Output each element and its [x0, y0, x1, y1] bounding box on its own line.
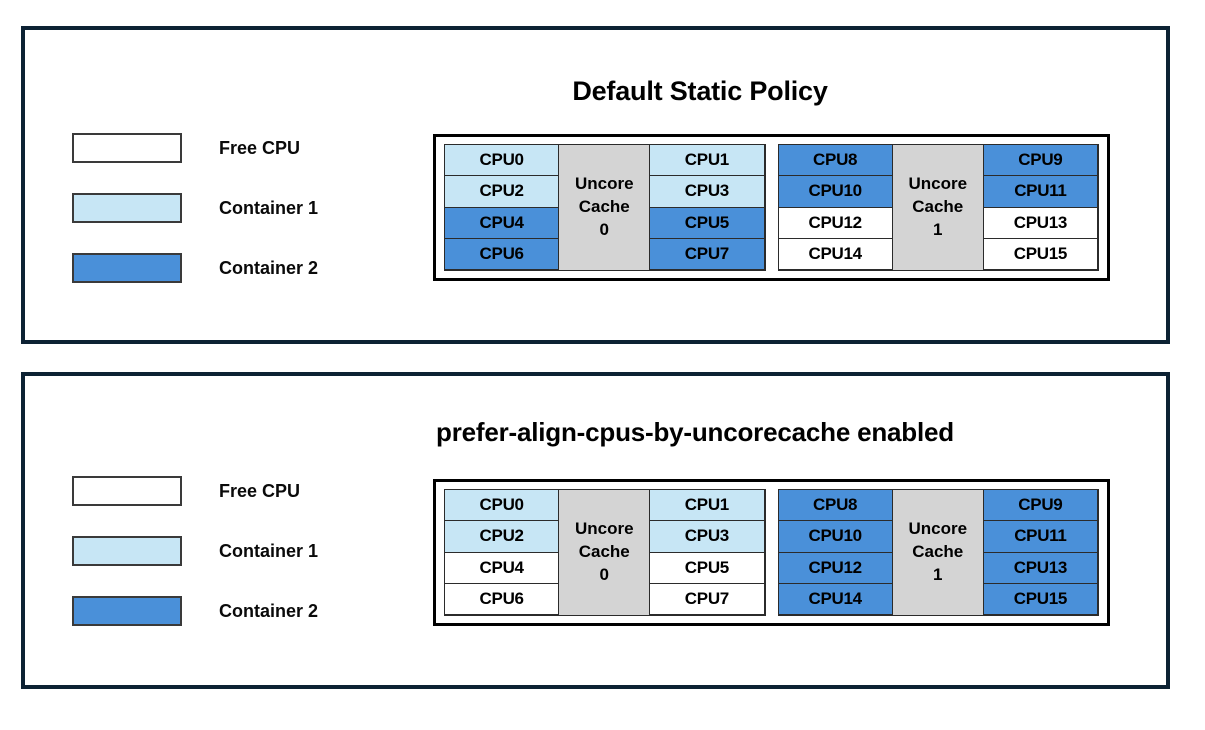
legend-label-container-1: Container 1 [219, 197, 319, 218]
panel-prefer-align-cpus-by-uncorecache: prefer-align-cpus-by-uncorecache enabled… [21, 372, 1170, 689]
cpu-cell: CPU7 [649, 582, 765, 615]
uncore-cache-index: 0 [599, 564, 609, 584]
cpu-cell: CPU15 [982, 237, 1098, 270]
cpu-column-right: CPU1 CPU3 CPU5 CPU7 [649, 144, 765, 270]
uncore-cache-0: Uncore Cache 0 [558, 489, 651, 616]
cache-group-0: CPU0 CPU2 CPU4 CPU6 Uncore Cache 0 CPU1 … [444, 144, 766, 271]
cpu-cell: CPU2 [444, 175, 560, 208]
page-title: Default Static Policy [572, 76, 828, 106]
legend-label-free-cpu: Free CPU [219, 480, 301, 501]
uncore-cache-line-1: Uncore [908, 519, 968, 539]
cpu-cell: CPU0 [444, 144, 560, 177]
cpu-cell: CPU5 [649, 206, 765, 239]
uncore-cache-line-1: Uncore [574, 174, 634, 194]
cpu-cell: CPU12 [777, 551, 893, 584]
cpu-cell: CPU4 [444, 206, 560, 239]
legend-swatch-container-1 [72, 193, 182, 223]
cpu-cell: CPU15 [982, 582, 1098, 615]
cpu-cell: CPU7 [649, 237, 765, 270]
cpu-column-right: CPU9 CPU11 CPU13 CPU15 [982, 144, 1098, 270]
legend-label-free-cpu: Free CPU [219, 137, 301, 158]
legend-item-free-cpu: Free CPU [72, 476, 318, 506]
uncore-cache-index: 1 [933, 564, 943, 584]
cpu-cell: CPU13 [982, 551, 1098, 584]
cpu-cell: CPU8 [777, 144, 893, 177]
cpu-topology-diagram: CPU0 CPU2 CPU4 CPU6 Uncore Cache 0 CPU1 … [433, 134, 1110, 281]
cpu-column-right: CPU1 CPU3 CPU5 CPU7 [649, 489, 765, 615]
legend-swatch-container-2 [72, 596, 182, 626]
cpu-cell: CPU14 [777, 237, 893, 270]
cpu-cell: CPU8 [777, 489, 893, 522]
legend-item-container-1: Container 1 [72, 193, 318, 223]
cpu-cell: CPU11 [982, 520, 1098, 553]
legend: Free CPU Container 1 Container 2 [72, 133, 318, 283]
cpu-cell: CPU5 [649, 551, 765, 584]
cpu-column-right: CPU9 CPU11 CPU13 CPU15 [982, 489, 1098, 615]
cpu-column-left: CPU0 CPU2 CPU4 CPU6 [444, 144, 560, 270]
uncore-cache-line-2: Cache [578, 197, 630, 217]
legend-swatch-free-cpu [72, 476, 182, 506]
legend-swatch-free-cpu [72, 133, 182, 163]
cpu-column-left: CPU8 CPU10 CPU12 CPU14 [777, 144, 893, 270]
legend-swatch-container-2 [72, 253, 182, 283]
legend-item-free-cpu: Free CPU [72, 133, 318, 163]
cpu-cell: CPU6 [444, 582, 560, 615]
legend-label-container-2: Container 2 [219, 257, 319, 278]
cpu-cell: CPU3 [649, 520, 765, 553]
cpu-cell: CPU1 [649, 489, 765, 522]
legend-item-container-2: Container 2 [72, 253, 318, 283]
uncore-cache-line-2: Cache [578, 542, 630, 562]
cache-group-1: CPU8 CPU10 CPU12 CPU14 Uncore Cache 1 CP… [777, 489, 1099, 616]
cpu-cell: CPU6 [444, 237, 560, 270]
uncore-cache-line-1: Uncore [574, 519, 634, 539]
legend-item-container-2: Container 2 [72, 596, 318, 626]
uncore-cache-index: 1 [933, 219, 943, 239]
page-title: prefer-align-cpus-by-uncorecache enabled [436, 417, 954, 447]
cpu-cell: CPU9 [982, 144, 1098, 177]
cpu-cell: CPU2 [444, 520, 560, 553]
legend-item-container-1: Container 1 [72, 536, 318, 566]
cpu-cell: CPU12 [777, 206, 893, 239]
cpu-cell: CPU0 [444, 489, 560, 522]
uncore-cache-line-1: Uncore [908, 174, 968, 194]
cache-group-1: CPU8 CPU10 CPU12 CPU14 Uncore Cache 1 CP… [777, 144, 1099, 271]
legend-label-container-2: Container 2 [219, 600, 319, 621]
cpu-cell: CPU1 [649, 144, 765, 177]
cache-group-0: CPU0 CPU2 CPU4 CPU6 Uncore Cache 0 CPU1 … [444, 489, 766, 616]
cpu-cell: CPU11 [982, 175, 1098, 208]
uncore-cache-1: Uncore Cache 1 [891, 489, 984, 616]
cpu-cell: CPU4 [444, 551, 560, 584]
uncore-cache-0: Uncore Cache 0 [558, 144, 651, 271]
cpu-cell: CPU10 [777, 520, 893, 553]
cpu-cell: CPU3 [649, 175, 765, 208]
uncore-cache-index: 0 [599, 219, 609, 239]
uncore-cache-1: Uncore Cache 1 [891, 144, 984, 271]
cpu-cell: CPU10 [777, 175, 893, 208]
cpu-column-left: CPU0 CPU2 CPU4 CPU6 [444, 489, 560, 615]
legend-label-container-1: Container 1 [219, 540, 319, 561]
cpu-cell: CPU9 [982, 489, 1098, 522]
uncore-cache-line-2: Cache [912, 197, 964, 217]
cpu-column-left: CPU8 CPU10 CPU12 CPU14 [777, 489, 893, 615]
legend: Free CPU Container 1 Container 2 [72, 476, 318, 626]
cpu-cell: CPU14 [777, 582, 893, 615]
panel-default-static-policy: Default Static Policy Free CPU Container… [21, 26, 1170, 344]
legend-swatch-container-1 [72, 536, 182, 566]
cpu-topology-diagram: CPU0 CPU2 CPU4 CPU6 Uncore Cache 0 CPU1 … [433, 479, 1110, 626]
cpu-cell: CPU13 [982, 206, 1098, 239]
uncore-cache-line-2: Cache [912, 542, 964, 562]
